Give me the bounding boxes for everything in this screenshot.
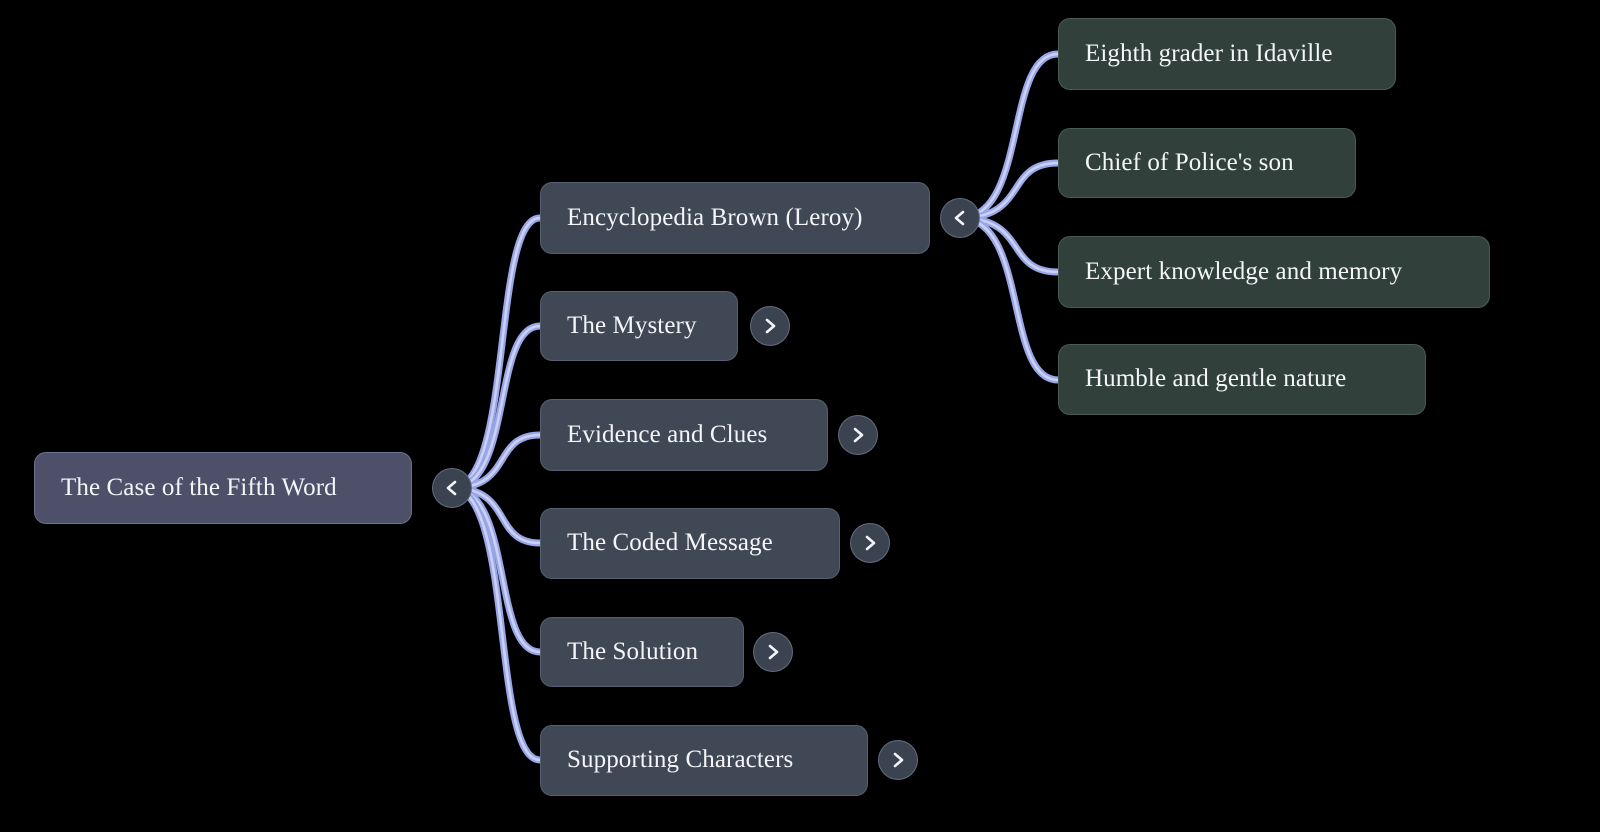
chevron-icon-wrap [853, 427, 864, 443]
branch-node-the-mystery[interactable]: The Mystery [540, 291, 738, 361]
edge-root-to-the-solution [448, 484, 544, 656]
edge-highlight-9 [958, 216, 1060, 382]
chevron-icon-wrap [865, 535, 876, 551]
branch-node-label: The Mystery [567, 311, 697, 339]
edge-encyclopedia-brown-leroy-to-humble-and-gentle-nature [956, 214, 1062, 384]
chevron-icon-wrap [768, 644, 779, 660]
chevron-right-icon [853, 427, 864, 443]
leaf-node-label: Chief of Police's son [1085, 148, 1294, 176]
branch-node-label: The Coded Message [567, 529, 773, 557]
chevron-icon-wrap [446, 480, 457, 496]
branch-node-label: Supporting Characters [567, 746, 794, 774]
edge-highlight-5 [450, 486, 542, 762]
leaf-node-expert-knowledge-and-memory[interactable]: Expert knowledge and memory [1058, 236, 1490, 308]
collapse-toggle-root[interactable]: < [432, 468, 472, 508]
collapse-toggle-encyclopedia-brown-leroy[interactable]: < [940, 198, 980, 238]
leaf-node-chief-of-police-s-son[interactable]: Chief of Police's son [1058, 128, 1356, 198]
chevron-right-icon [765, 318, 776, 334]
chevron-right-icon [865, 535, 876, 551]
edge-highlight-0 [450, 216, 542, 490]
expand-toggle-the-solution[interactable]: > [753, 632, 793, 672]
chevron-icon-wrap [954, 210, 965, 226]
chevron-left-icon [446, 480, 457, 496]
branch-node-encyclopedia-brown-leroy[interactable]: Encyclopedia Brown (Leroy) [540, 182, 930, 254]
edge-highlight-4 [450, 486, 542, 654]
branch-node-label: Evidence and Clues [567, 420, 768, 448]
branch-node-label: Encyclopedia Brown (Leroy) [567, 203, 863, 231]
chevron-left-icon [954, 210, 965, 226]
chevron-right-icon [768, 644, 779, 660]
edge-highlight-6 [958, 52, 1060, 220]
expand-toggle-evidence-and-clues[interactable]: > [838, 415, 878, 455]
chevron-icon-wrap [765, 318, 776, 334]
branch-node-evidence-and-clues[interactable]: Evidence and Clues [540, 399, 828, 471]
expand-toggle-the-mystery[interactable]: > [750, 306, 790, 346]
leaf-node-label: Expert knowledge and memory [1085, 257, 1403, 285]
edge-root-to-encyclopedia-brown-leroy [448, 214, 544, 492]
expand-toggle-supporting-characters[interactable]: > [878, 740, 918, 780]
branch-node-the-solution[interactable]: The Solution [540, 617, 744, 687]
edge-root-to-supporting-characters [448, 484, 544, 764]
branch-node-the-coded-message[interactable]: The Coded Message [540, 508, 840, 579]
root-node-label: The Case of the Fifth Word [61, 473, 337, 501]
leaf-node-humble-and-gentle-nature[interactable]: Humble and gentle nature [1058, 344, 1426, 415]
edge-encyclopedia-brown-leroy-to-eighth-grader-in-idaville [956, 50, 1062, 222]
leaf-node-label: Eighth grader in Idaville [1085, 39, 1333, 67]
chevron-icon-wrap [893, 752, 904, 768]
branch-node-supporting-characters[interactable]: Supporting Characters [540, 725, 868, 796]
edge-highlight-1 [450, 324, 542, 490]
branch-node-label: The Solution [567, 637, 699, 665]
leaf-node-eighth-grader-in-idaville[interactable]: Eighth grader in Idaville [1058, 18, 1396, 90]
chevron-right-icon [893, 752, 904, 768]
root-node-the-case-of-the-fifth-word[interactable]: The Case of the Fifth Word [34, 452, 412, 524]
edge-root-to-the-mystery [448, 322, 544, 492]
expand-toggle-the-coded-message[interactable]: > [850, 523, 890, 563]
leaf-node-label: Humble and gentle nature [1085, 365, 1347, 393]
